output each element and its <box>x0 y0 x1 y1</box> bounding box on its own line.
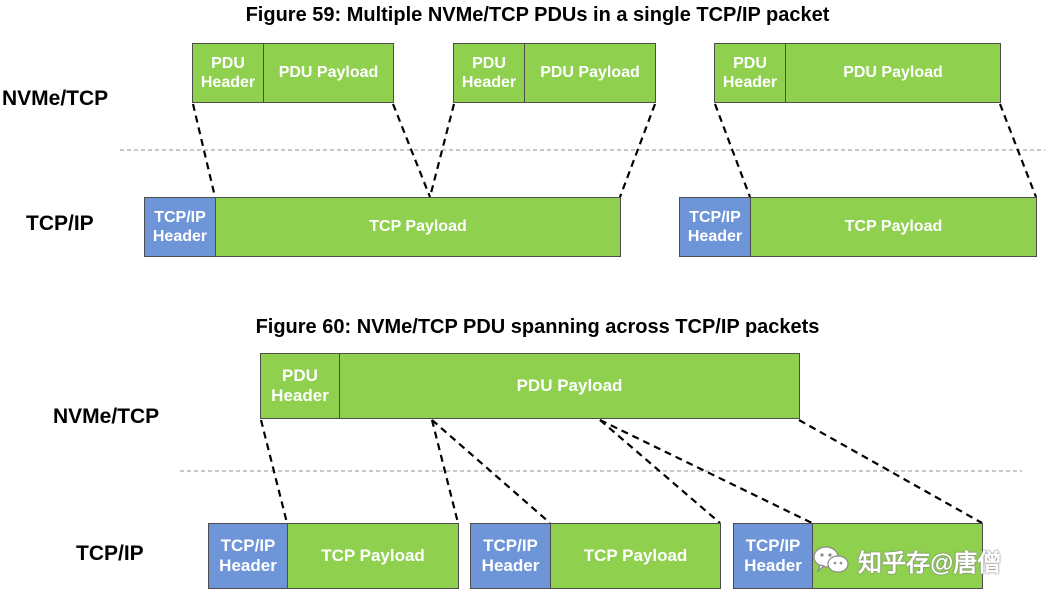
map-line <box>431 419 551 524</box>
pdu-header: PDU Header <box>453 43 525 103</box>
map-line <box>599 419 813 524</box>
tcpip-header: TCP/IP Header <box>144 197 216 257</box>
pdu-payload: PDU Payload <box>524 43 656 103</box>
figure-59-title: Figure 59: Multiple NVMe/TCP PDUs in a s… <box>245 4 830 26</box>
pdu-header: PDU Header <box>714 43 786 103</box>
tcpip-header: TCP/IP Header <box>679 197 751 257</box>
tcp-payload: TCP Payload <box>215 197 621 257</box>
map-line <box>428 103 456 198</box>
pdu-payload: PDU Payload <box>339 353 800 419</box>
map-line <box>599 419 721 524</box>
pdu-header: PDU Header <box>192 43 264 103</box>
tcpip-header: TCP/IP Header <box>733 523 813 589</box>
pdu-payload: PDU Payload <box>785 43 1001 103</box>
nvme-tcp-label: NVMe/TCP <box>53 405 160 428</box>
watermark-text: 知乎存@唐僧 <box>858 549 1002 577</box>
map-line <box>713 103 752 198</box>
watermark: 知乎存@唐僧 <box>812 540 1001 580</box>
figure-60-title: Figure 60: NVMe/TCP PDU spanning across … <box>255 316 820 338</box>
map-line <box>430 419 460 524</box>
map-line <box>191 103 217 198</box>
pdu-payload: PDU Payload <box>263 43 394 103</box>
map-line <box>798 419 983 524</box>
tcpip-header: TCP/IP Header <box>208 523 288 589</box>
nvme-tcp-label: NVMe/TCP <box>2 87 109 110</box>
tcpip-header: TCP/IP Header <box>470 523 551 589</box>
map-line <box>618 103 657 198</box>
map-line <box>998 103 1038 198</box>
tcp-payload: TCP Payload <box>550 523 721 589</box>
tcp-ip-label: TCP/IP <box>76 542 144 565</box>
tcp-ip-label: TCP/IP <box>26 212 94 235</box>
tcp-payload: TCP Payload <box>287 523 459 589</box>
tcp-payload: TCP Payload <box>750 197 1037 257</box>
wechat-icon <box>813 546 849 573</box>
pdu-header: PDU Header <box>260 353 340 419</box>
map-line <box>259 419 289 524</box>
map-line <box>391 103 432 198</box>
